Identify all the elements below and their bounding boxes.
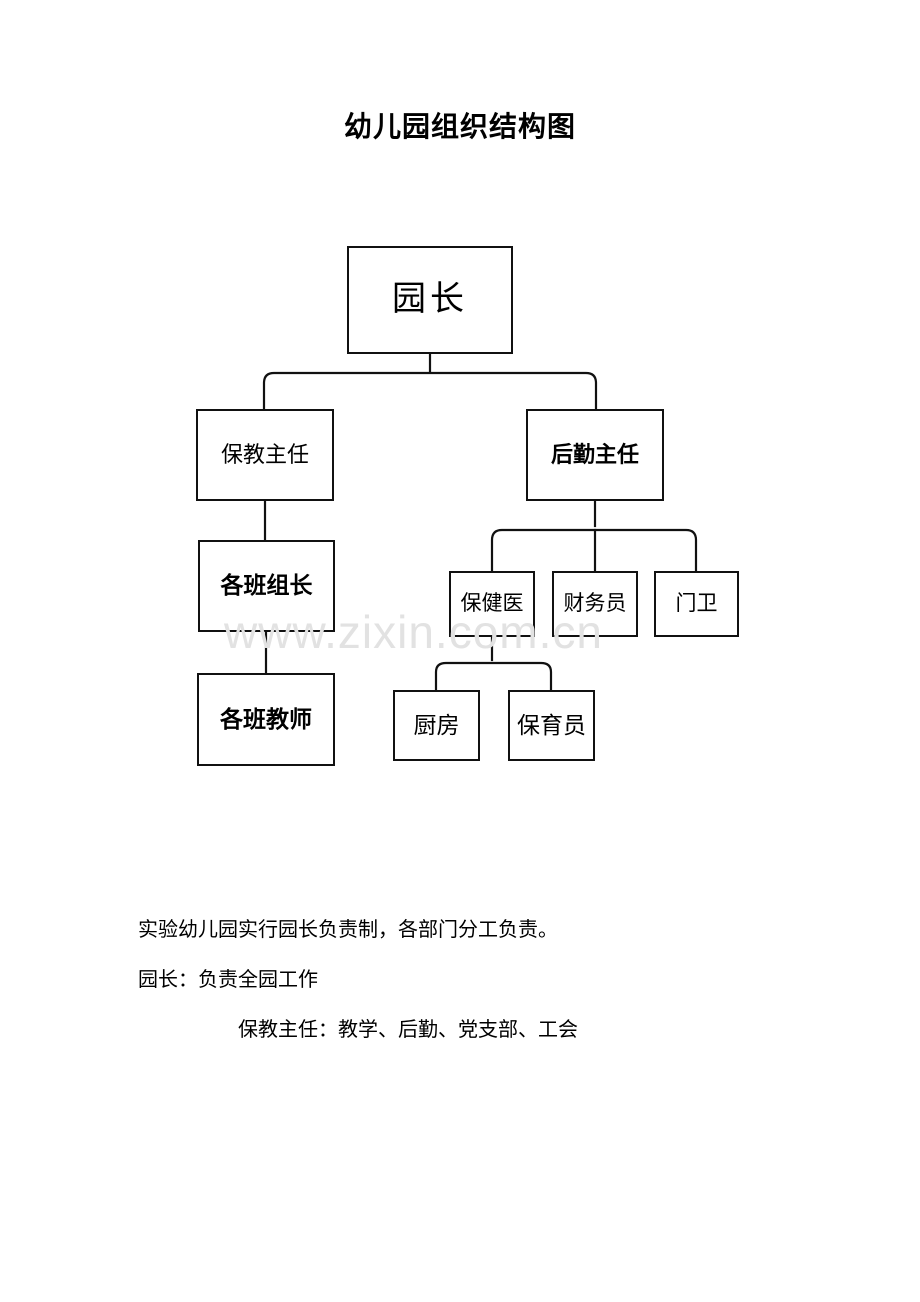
node-kitchen[interactable]: 厨房 <box>393 690 480 761</box>
watermark-text: www.zixin.com.cn <box>224 606 603 658</box>
node-class-teachers[interactable]: 各班教师 <box>197 673 335 766</box>
node-accountant[interactable]: 财务员 <box>552 571 638 637</box>
page-title: 幼儿园组织结构图 <box>343 111 576 142</box>
node-class-teachers-label: 各班教师 <box>220 706 312 732</box>
edge-root-to-level1 <box>262 371 598 411</box>
body-paragraph-2: 园长：负责全园工作 <box>138 969 318 991</box>
node-principal[interactable]: 园长 <box>347 246 513 354</box>
body-paragraph-3: 保教主任：教学、后勤、党支部、工会 <box>238 1019 578 1041</box>
edge-houqin-to-row <box>490 528 698 573</box>
node-class-team-leader[interactable]: 各班组长 <box>198 540 335 632</box>
org-chart: 园长 保教主任 后勤主任 各班组长 各班教师 保健医 财务员 门卫 厨房 保育员 <box>196 246 739 766</box>
node-logistics-director-label: 后勤主任 <box>550 441 639 467</box>
node-childcare-worker[interactable]: 保育员 <box>508 690 595 761</box>
node-kitchen-label: 厨房 <box>413 712 460 738</box>
node-teaching-director-label: 保教主任 <box>220 441 309 467</box>
node-childcare-worker-label: 保育员 <box>517 712 586 738</box>
node-class-team-leader-label: 各班组长 <box>220 573 313 599</box>
node-health-doctor[interactable]: 保健医 <box>449 571 535 637</box>
node-logistics-director[interactable]: 后勤主任 <box>526 409 664 501</box>
node-principal-label: 园长 <box>392 281 468 319</box>
node-gatekeeper-label: 门卫 <box>675 591 718 616</box>
node-accountant-label: 财务员 <box>563 591 627 616</box>
node-health-doctor-label: 保健医 <box>460 591 524 616</box>
edge-health-to-children <box>434 661 553 692</box>
body-paragraph-1: 实验幼儿园实行园长负责制，各部门分工负责。 <box>138 919 558 941</box>
node-gatekeeper[interactable]: 门卫 <box>654 571 739 637</box>
node-teaching-director[interactable]: 保教主任 <box>196 409 334 501</box>
